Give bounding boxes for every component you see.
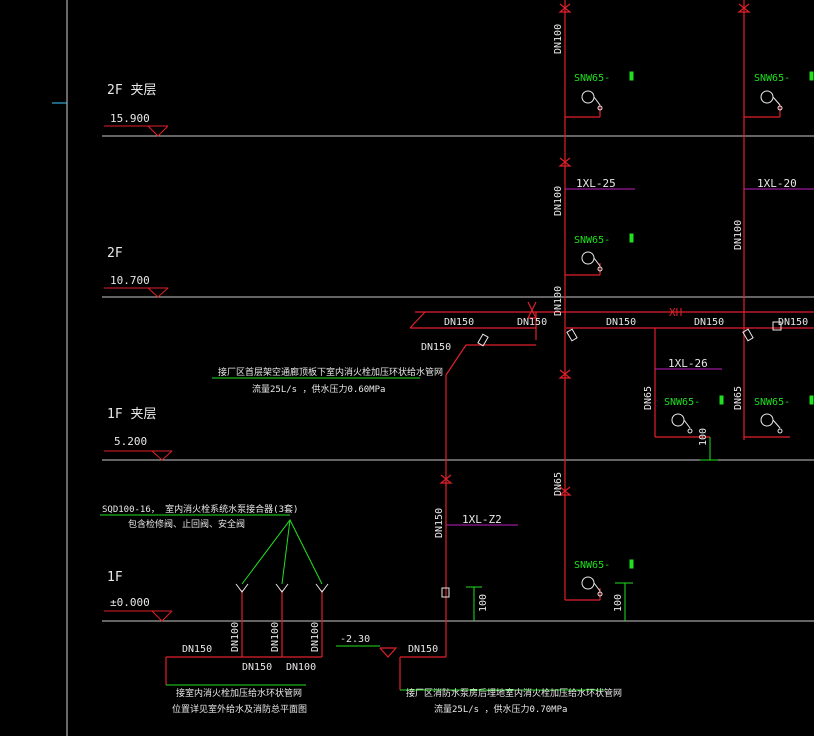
dim-text: 100: [478, 594, 489, 612]
dimension-labels: 100 100 100: [478, 428, 709, 612]
floor-name: 1F: [107, 570, 123, 585]
pipe-size: DN150: [182, 644, 212, 655]
valve-mark: XH: [669, 306, 682, 319]
riser-leaders: [446, 188, 814, 526]
pipe-size: DN100: [230, 622, 241, 652]
pump-connectors: [235, 583, 329, 593]
floor-elevation: 10.700: [110, 274, 150, 287]
pipe-size: DN100: [310, 622, 321, 652]
floor-name: 1F 夹层: [107, 407, 156, 422]
pipe-size: DN100: [733, 220, 744, 250]
note-depth: -2.30: [340, 634, 370, 645]
pipe-size: DN150: [778, 317, 808, 328]
note-pump-2: 包含检修阀、止回阀、安全阀: [128, 518, 245, 530]
pipe-size: DN150: [434, 508, 445, 538]
valve-labels: XH: [669, 306, 682, 319]
note-bottom-left-1: 接室内消火栓加压给水环状管网: [176, 687, 302, 699]
note-pump-1: SQD100-16， 室内消火栓系统水泵接合器(3套): [102, 503, 298, 515]
hydrant-symbols: [581, 90, 783, 597]
notes: 接厂区首层架空通廊顶板下室内消火栓加压环状给水管网 流量25L/s ，供水压力0…: [102, 366, 622, 715]
pipe-size: DN65: [733, 386, 744, 410]
pipe-size: DN150: [444, 317, 474, 328]
pipe-size: DN100: [553, 24, 564, 54]
floor-1f: 1F ±0.000: [102, 570, 814, 622]
dim-text: 100: [613, 594, 624, 612]
pipe-size: DN100: [286, 662, 316, 673]
hydrant-label: SNW65-: [754, 397, 790, 408]
pipe-size: DN65: [553, 472, 564, 496]
riser-labels: 1XL-25 1XL-20 1XL-26 1XL-Z2: [462, 177, 797, 526]
pipe-size: DN150: [242, 662, 272, 673]
floor-name: 2F: [107, 246, 123, 261]
pipe-size: DN100: [270, 622, 281, 652]
floor-2f: 2F 10.700: [102, 246, 814, 298]
pipe-size: DN100: [553, 186, 564, 216]
floor-elevation: 15.900: [110, 112, 150, 125]
floor-elevation: 5.200: [114, 435, 147, 448]
valve-symbols: [441, 321, 782, 598]
pipe-size: DN150: [408, 644, 438, 655]
hydrant-label: SNW65-: [664, 397, 700, 408]
pipe-size: DN150: [606, 317, 636, 328]
note-bottom-left-2: 位置详见室外给水及消防总平面图: [172, 703, 307, 715]
note-top-main-1: 接厂区首层架空通廊顶板下室内消火栓加压环状给水管网: [218, 366, 443, 378]
hydrant-label: SNW65-: [574, 235, 610, 246]
riser-label-z2: 1XL-Z2: [462, 513, 502, 526]
floor-elevation: ±0.000: [110, 596, 150, 609]
hydrant-label: SNW65-: [574, 73, 610, 84]
hydrant-label: SNW65-: [754, 73, 790, 84]
dim-text: 100: [698, 428, 709, 446]
pipe-size: DN150: [421, 342, 451, 353]
pipe-size: DN150: [517, 317, 547, 328]
riser-label-25: 1XL-25: [576, 177, 616, 190]
pipe-size: DN150: [694, 317, 724, 328]
leaders: [100, 71, 814, 691]
floor-1f-mezz: 1F 夹层 5.200: [102, 407, 814, 461]
pipe-network: [165, 0, 814, 690]
floor-2f-mezz: 2F 夹层 15.900: [102, 83, 814, 137]
note-top-main-2: 流量25L/s ，供水压力0.60MPa: [252, 383, 385, 395]
riser-label-20: 1XL-20: [757, 177, 797, 190]
riser-label-26: 1XL-26: [668, 357, 708, 370]
pipe-size: DN65: [643, 386, 654, 410]
hydrant-label: SNW65-: [574, 560, 610, 571]
floor-name: 2F 夹层: [107, 83, 156, 98]
pipe-size: DN100: [553, 286, 564, 316]
note-bottom-right-1: 接厂区消防水泵房后埋地室内消火栓加压给水环状管网: [406, 687, 622, 699]
hydrant-labels: SNW65- SNW65- SNW65- SNW65- SNW65- SNW65…: [574, 73, 790, 571]
pipe-size-labels: DN150 DN150 DN150 DN150 DN150 DN150 DN15…: [182, 24, 808, 673]
note-bottom-right-2: 流量25L/s ，供水压力0.70MPa: [434, 703, 567, 715]
